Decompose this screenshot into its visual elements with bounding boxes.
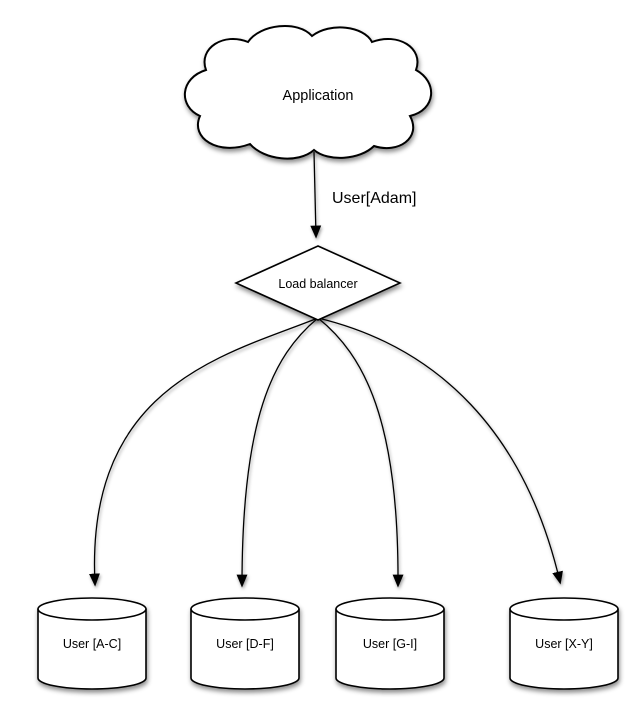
shard-user-d-f: User [D-F] — [190, 597, 300, 690]
node-application: Application — [183, 25, 433, 160]
load-balancer-label: Load balancer — [278, 277, 357, 291]
shard-user-a-c: User [A-C] — [37, 597, 147, 690]
shard-label: User [X-Y] — [535, 637, 593, 651]
edge-application-to-loadbalancer — [310, 151, 322, 239]
shard-user-x-y: User [X-Y] — [509, 597, 619, 690]
node-load-balancer: Load balancer — [234, 245, 402, 321]
edge-user-adam-label: User[Adam] — [332, 190, 416, 207]
database-cylinder-top-icon — [37, 597, 147, 621]
edge-group — [89, 151, 563, 588]
database-cylinder-top-icon — [335, 597, 445, 621]
shard-label: User [A-C] — [63, 637, 121, 651]
database-cylinder-top-icon — [190, 597, 300, 621]
database-cylinder-icon — [37, 609, 147, 690]
database-cylinder-icon — [190, 609, 300, 690]
shard-label: User [G-I] — [363, 637, 417, 651]
application-label: Application — [283, 88, 354, 104]
edge-loadbalancer-to-shard-df — [236, 317, 319, 588]
shard-label: User [D-F] — [216, 637, 274, 651]
edge-loadbalancer-to-shard-ac — [89, 317, 319, 587]
diamond-shape-icon — [234, 245, 402, 321]
database-cylinder-icon — [335, 609, 445, 690]
database-cylinder-top-icon — [509, 597, 619, 621]
database-cylinder-icon — [509, 609, 619, 690]
cloud-shape-icon — [183, 25, 433, 160]
edge-loadbalancer-to-shard-xy — [317, 317, 563, 585]
shard-user-g-i: User [G-I] — [335, 597, 445, 690]
edge-loadbalancer-to-shard-gi — [317, 317, 404, 588]
